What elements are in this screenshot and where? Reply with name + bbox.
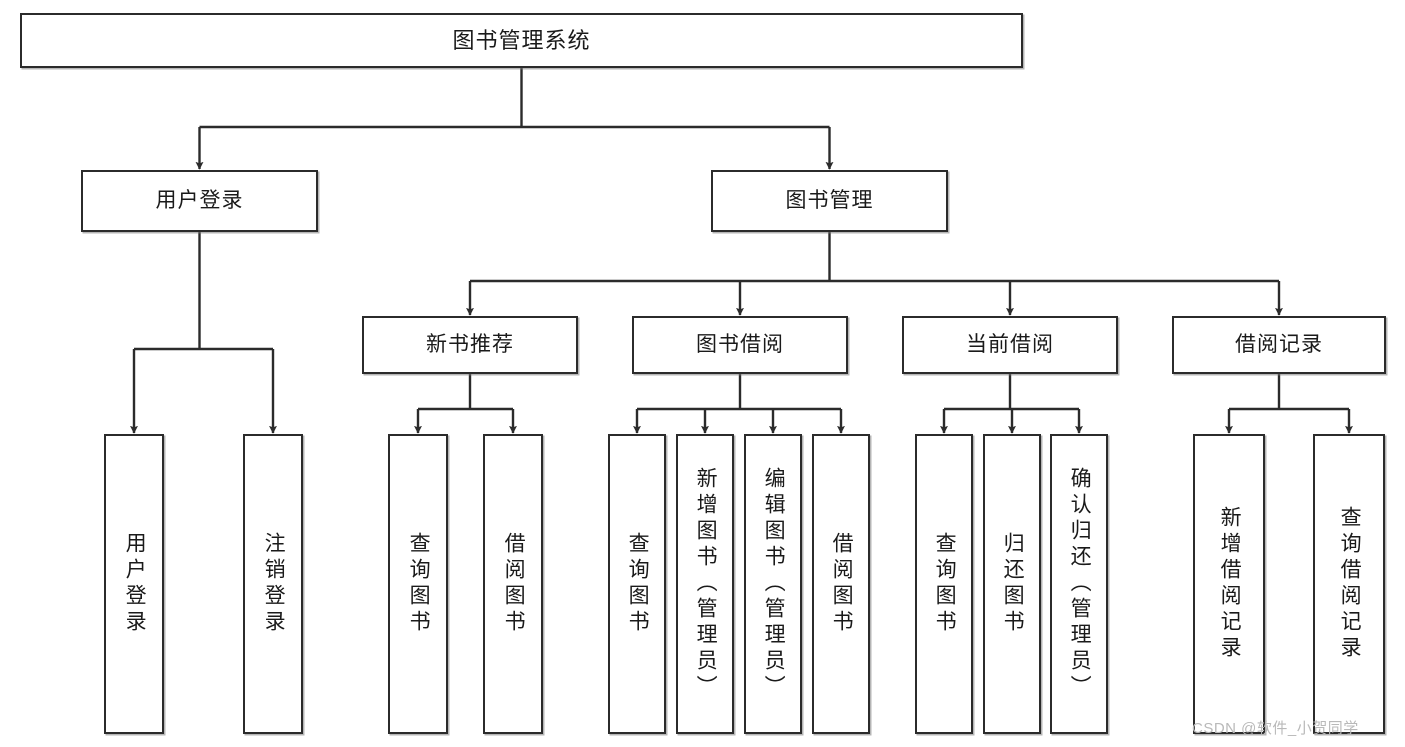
node-label: 查询借阅记录	[1338, 506, 1362, 662]
node-label: 新增图书（管理员）	[694, 467, 718, 701]
node-label: 借阅记录	[1235, 332, 1323, 356]
node-leaf-query-borrow-record[interactable]: 查询借阅记录	[1313, 434, 1385, 734]
node-leaf-query-book-current[interactable]: 查询图书	[915, 434, 973, 734]
node-leaf-user-login[interactable]: 用户登录	[104, 434, 164, 734]
node-label: 查询图书	[933, 532, 957, 636]
node-leaf-edit-book-admin[interactable]: 编辑图书（管理员）	[744, 434, 802, 734]
connector-bus	[199, 68, 830, 129]
node-label: 用户登录	[155, 188, 244, 212]
node-label: 新增借阅记录	[1218, 506, 1242, 662]
node-root[interactable]: 图书管理系统	[20, 13, 1023, 68]
node-leaf-query-book-new[interactable]: 查询图书	[388, 434, 448, 734]
node-leaf-add-book-admin[interactable]: 新增图书（管理员）	[676, 434, 734, 734]
connector-bus	[637, 374, 841, 411]
node-label: 新书推荐	[426, 332, 514, 356]
node-label: 借阅图书	[830, 532, 854, 636]
node-user-login[interactable]: 用户登录	[81, 170, 318, 232]
node-label: 图书借阅	[696, 332, 784, 356]
node-label: 编辑图书（管理员）	[762, 467, 786, 701]
node-label: 图书管理系统	[452, 27, 591, 53]
node-new-book-recommend[interactable]: 新书推荐	[362, 316, 578, 374]
node-leaf-logout-login[interactable]: 注销登录	[243, 434, 303, 734]
edges-group	[130, 68, 1353, 434]
connector-bus	[470, 232, 1279, 283]
node-label: 当前借阅	[966, 332, 1054, 356]
node-label: 归还图书	[1001, 532, 1025, 636]
node-label: 用户登录	[123, 532, 147, 636]
node-book-borrow[interactable]: 图书借阅	[632, 316, 848, 374]
node-leaf-query-book-borrow[interactable]: 查询图书	[608, 434, 666, 734]
node-label: 注销登录	[262, 532, 286, 636]
node-label: 确认归还（管理员）	[1068, 467, 1092, 701]
node-label: 图书管理	[785, 188, 874, 212]
connector-bus	[418, 374, 513, 411]
node-current-borrow[interactable]: 当前借阅	[902, 316, 1118, 374]
node-label: 查询图书	[626, 532, 650, 636]
connector-bus	[944, 374, 1079, 411]
node-borrow-record[interactable]: 借阅记录	[1172, 316, 1386, 374]
node-book-manage[interactable]: 图书管理	[711, 170, 948, 232]
csdn-watermark: CSDN @软件_小贺同学	[1192, 720, 1359, 737]
node-leaf-return-book[interactable]: 归还图书	[983, 434, 1041, 734]
connector-bus	[1229, 374, 1349, 411]
node-leaf-borrow-book-new[interactable]: 借阅图书	[483, 434, 543, 734]
connector-bus	[134, 232, 273, 351]
node-label: 查询图书	[407, 532, 431, 636]
node-leaf-add-borrow-record[interactable]: 新增借阅记录	[1193, 434, 1265, 734]
node-leaf-confirm-return[interactable]: 确认归还（管理员）	[1050, 434, 1108, 734]
node-leaf-borrow-book[interactable]: 借阅图书	[812, 434, 870, 734]
node-label: 借阅图书	[502, 532, 526, 636]
